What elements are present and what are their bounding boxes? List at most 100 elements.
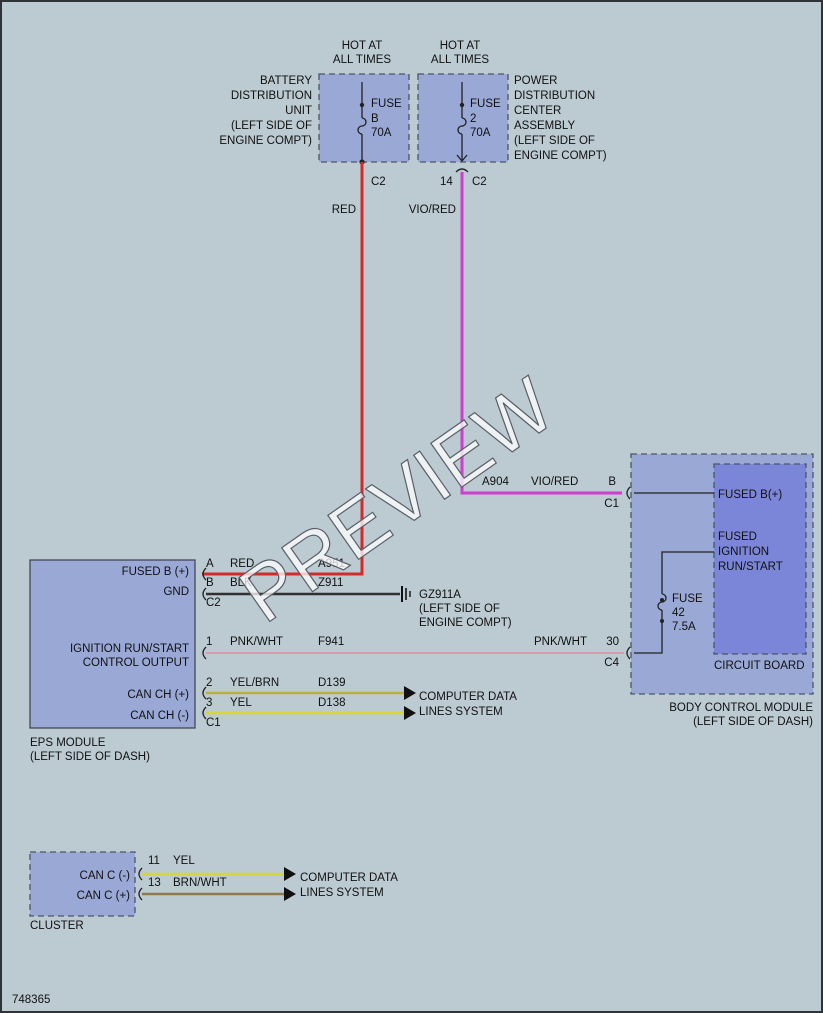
wire-color-label: BLK bbox=[230, 577, 252, 589]
wire-color-label: PNK/WHT bbox=[230, 636, 283, 648]
arrow-icon bbox=[404, 706, 416, 720]
cluster: CAN C (-) CAN C (+) CLUSTER 11 YEL 13 BR… bbox=[29, 851, 398, 932]
eps-pin-label: CAN CH (+) bbox=[127, 689, 189, 701]
eps-pin-label: GND bbox=[163, 586, 189, 598]
bcm-location: (LEFT SIDE OF DASH) bbox=[693, 716, 813, 728]
connector-c2-label: C2 bbox=[371, 176, 386, 188]
fuse-rating: 70A bbox=[371, 127, 392, 139]
bcm-fused-b-label: FUSED B(+) bbox=[718, 489, 782, 501]
bcm-name: BODY CONTROL MODULE bbox=[669, 702, 813, 714]
ground-location: ENGINE COMPT) bbox=[419, 617, 512, 629]
fuse-id: 2 bbox=[470, 113, 476, 125]
pin-a-label: A bbox=[206, 558, 214, 570]
fuse-id: B bbox=[371, 113, 379, 125]
wire-color-label: YEL/BRN bbox=[230, 677, 279, 689]
computer-data-label: LINES SYSTEM bbox=[300, 887, 384, 899]
hot-at-label: HOT AT bbox=[342, 40, 382, 52]
bdu-label-line: ENGINE COMPT) bbox=[219, 135, 312, 147]
power-distribution-center: HOT AT ALL TIMES POWER DISTRIBUTION CENT… bbox=[417, 40, 607, 188]
bcm-fused-ign-label: FUSED bbox=[718, 531, 757, 543]
bdu-label-line: UNIT bbox=[285, 105, 312, 117]
eps-wires bbox=[206, 592, 624, 720]
pdc-label-line: ASSEMBLY bbox=[514, 120, 575, 132]
fuse-rating: 7.5A bbox=[672, 621, 696, 633]
pdc-label-line: ENGINE COMPT) bbox=[514, 150, 607, 162]
circuit-label: D138 bbox=[318, 697, 346, 709]
eps-pin-label: CAN CH (-) bbox=[130, 710, 189, 722]
circuit-board-box bbox=[713, 463, 807, 655]
fuse-2-symbol bbox=[457, 117, 467, 135]
all-times-label: ALL TIMES bbox=[333, 54, 391, 66]
circuit-label: F941 bbox=[318, 636, 344, 648]
fuse-label: FUSE bbox=[470, 98, 501, 110]
ground-gz911a: GZ911A (LEFT SIDE OF ENGINE COMPT) bbox=[401, 586, 512, 629]
bdu-label-line: DISTRIBUTION bbox=[231, 90, 312, 102]
connector-c1-label: C1 bbox=[604, 498, 619, 510]
eps-pin-label: FUSED B (+) bbox=[122, 566, 190, 578]
wire-color-label: PNK/WHT bbox=[534, 636, 587, 648]
bdu-label-line: (LEFT SIDE OF bbox=[231, 120, 312, 132]
vio-red-wire bbox=[460, 172, 622, 495]
eps-module-location: (LEFT SIDE OF DASH) bbox=[30, 751, 150, 763]
arrow-icon bbox=[404, 686, 416, 700]
wire-color-label: VIO/RED bbox=[409, 204, 456, 216]
body-control-module: FUSED B(+) FUSED IGNITION RUN/START CIRC… bbox=[534, 453, 814, 728]
pdc-label-line: POWER bbox=[514, 75, 557, 87]
circuit-label: D139 bbox=[318, 677, 346, 689]
connector-c2-label: C2 bbox=[472, 176, 487, 188]
preview-watermark: PREVIEW bbox=[224, 360, 569, 639]
wire-color-label: YEL bbox=[173, 855, 195, 867]
pin-1-label: 1 bbox=[206, 636, 212, 648]
wire-color-label: RED bbox=[332, 204, 356, 216]
pin-b-label: B bbox=[608, 476, 616, 488]
circuit-board-label: CIRCUIT BOARD bbox=[714, 660, 805, 672]
eps-pin-label: IGNITION RUN/START bbox=[70, 643, 189, 655]
computer-data-label: COMPUTER DATA bbox=[419, 691, 517, 703]
ground-location: (LEFT SIDE OF bbox=[419, 603, 500, 615]
fuse-label: FUSE bbox=[672, 593, 703, 605]
pin-13-label: 13 bbox=[148, 877, 161, 889]
fuse-b-symbol bbox=[357, 117, 367, 135]
fuse-id: 42 bbox=[672, 607, 685, 619]
circuit-a904-label: A904 bbox=[482, 476, 509, 488]
arrow-icon bbox=[284, 887, 296, 901]
pdc-label-line: (LEFT SIDE OF bbox=[514, 135, 595, 147]
wire-color-label: YEL bbox=[230, 697, 252, 709]
ground-id: GZ911A bbox=[419, 589, 461, 601]
pin-14-label: 14 bbox=[440, 176, 453, 188]
computer-data-label: COMPUTER DATA bbox=[300, 872, 398, 884]
pin-b-label: B bbox=[206, 577, 214, 589]
wire-color-label: VIO/RED bbox=[531, 476, 578, 488]
pin-11-label: 11 bbox=[148, 855, 160, 867]
cluster-pin-label: CAN C (-) bbox=[80, 870, 131, 882]
all-times-label: ALL TIMES bbox=[431, 54, 489, 66]
eps-module-box bbox=[29, 559, 196, 729]
pdc-label-line: DISTRIBUTION bbox=[514, 90, 595, 102]
cluster-box bbox=[29, 851, 136, 917]
pin-2-label: 2 bbox=[206, 677, 212, 689]
power-distribution-box bbox=[417, 73, 509, 163]
wire-color-label: BRN/WHT bbox=[173, 877, 227, 889]
battery-distribution-unit: HOT AT ALL TIMES BATTERY DISTRIBUTION UN… bbox=[219, 40, 410, 188]
connector-c4-label: C4 bbox=[604, 657, 619, 669]
computer-data-label: LINES SYSTEM bbox=[419, 706, 503, 718]
wire-color-label: RED bbox=[230, 558, 254, 570]
arrow-icon bbox=[284, 867, 296, 881]
circuit-label: A951 bbox=[318, 558, 345, 570]
diagram-id: 748365 bbox=[12, 994, 50, 1006]
cluster-name: CLUSTER bbox=[30, 920, 84, 932]
connector-c2-label: C2 bbox=[206, 597, 221, 609]
eps-module-name: EPS MODULE bbox=[30, 737, 106, 749]
fuse-label: FUSE bbox=[371, 98, 402, 110]
connector-fork bbox=[455, 168, 469, 173]
fuse-rating: 70A bbox=[470, 127, 491, 139]
eps-module: FUSED B (+) GND IGNITION RUN/START CONTR… bbox=[29, 558, 346, 763]
bcm-fused-ign-label: RUN/START bbox=[718, 561, 783, 573]
circuit-label: Z911 bbox=[318, 577, 343, 589]
pin-30-label: 30 bbox=[606, 636, 619, 648]
red-wire bbox=[202, 162, 364, 576]
eps-pin-label: CONTROL OUTPUT bbox=[83, 657, 189, 669]
hot-at-label: HOT AT bbox=[440, 40, 480, 52]
